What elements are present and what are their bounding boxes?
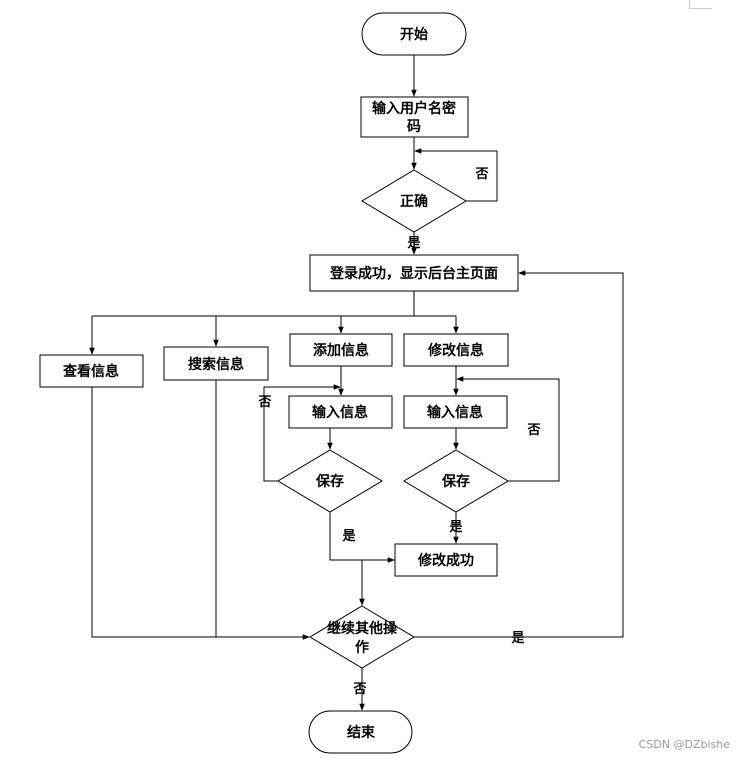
input-user-label-line1: 输入用户名密 bbox=[372, 100, 456, 117]
correct-label: 正确 bbox=[400, 193, 428, 210]
edge-save-add-yes bbox=[329, 512, 395, 563]
login-success-label: 登录成功，显示后台主页面 bbox=[329, 265, 498, 282]
correct-no-label: 否 bbox=[474, 167, 488, 182]
edge-to-modify bbox=[414, 315, 459, 334]
modify-info-label: 修改信息 bbox=[427, 342, 484, 359]
edge-login-to-branches bbox=[92, 291, 415, 317]
input-user-node bbox=[360, 96, 469, 138]
edge-correct-no-loop bbox=[414, 148, 498, 202]
save-add-label: 保存 bbox=[315, 473, 344, 490]
add-info-label: 添加信息 bbox=[313, 342, 369, 359]
continue-label-line2: 作 bbox=[355, 639, 369, 656]
save-add-yes-label: 是 bbox=[341, 529, 356, 544]
edge-save-add-no-loop bbox=[263, 384, 341, 482]
page-corner-mark bbox=[689, 0, 712, 9]
input-info-modify-label: 输入信息 bbox=[427, 404, 483, 421]
edge-save-modify-no-loop bbox=[456, 376, 560, 482]
continue-label-line1: 继续其他操 bbox=[327, 620, 398, 637]
view-info-label: 查看信息 bbox=[63, 363, 119, 380]
input-info-add-node bbox=[288, 395, 393, 429]
view-info-node bbox=[39, 354, 144, 388]
save-modify-yes-label: 是 bbox=[448, 520, 463, 535]
save-modify-no-label: 否 bbox=[526, 423, 540, 438]
add-info-node bbox=[289, 333, 393, 367]
search-info-node bbox=[163, 346, 269, 381]
edge-continue-yes-loop bbox=[414, 270, 624, 638]
end-node bbox=[308, 710, 413, 754]
watermark: CSDN @DZbishe bbox=[638, 738, 730, 751]
edge-modify-success-to-continue bbox=[359, 559, 395, 606]
continue-decision bbox=[309, 605, 415, 669]
save-modify-label: 保存 bbox=[441, 473, 470, 490]
modify-info-node bbox=[403, 333, 509, 367]
edge-view-to-continue bbox=[91, 387, 310, 640]
continue-no-label: 否 bbox=[352, 682, 366, 697]
modify-success-label: 修改成功 bbox=[417, 552, 474, 569]
start-label: 开始 bbox=[400, 26, 428, 43]
input-info-add-label: 输入信息 bbox=[312, 404, 368, 421]
end-label: 结束 bbox=[347, 724, 376, 741]
save-add-no-label: 否 bbox=[257, 395, 271, 410]
input-user-label-line2: 码 bbox=[407, 119, 421, 135]
search-info-label: 搜索信息 bbox=[188, 356, 244, 373]
correct-yes-label: 是 bbox=[406, 236, 421, 251]
login-success-node bbox=[309, 254, 519, 292]
continue-yes-label: 是 bbox=[510, 631, 525, 646]
